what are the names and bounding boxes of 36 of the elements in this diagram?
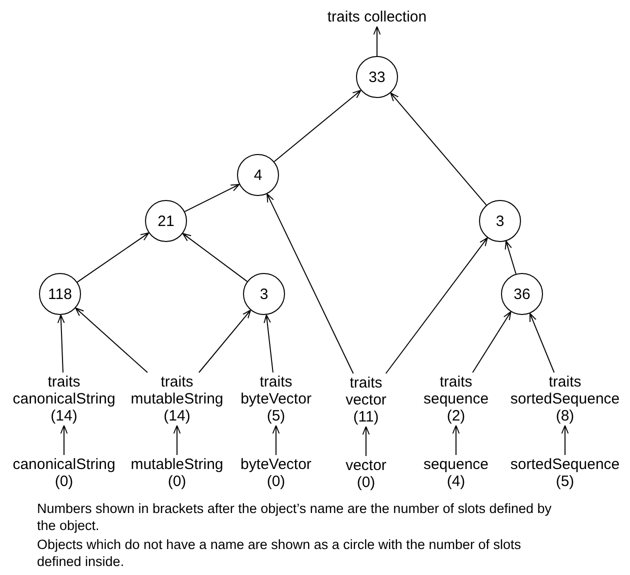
arrow bbox=[561, 425, 569, 456]
arrow bbox=[274, 90, 362, 162]
arrow bbox=[184, 184, 240, 212]
arrow bbox=[173, 425, 181, 456]
arrow bbox=[60, 425, 68, 456]
node-label: traits byteVector (5) bbox=[240, 374, 312, 424]
node-label: traits canonicalString (14) bbox=[12, 374, 116, 424]
node-label: traits mutableString (14) bbox=[130, 374, 224, 424]
arrow bbox=[390, 92, 487, 206]
node-label: byteVector (0) bbox=[240, 456, 312, 490]
note-text: Objects which do not have a name are shown as a circle with the number of slots defined inside. bbox=[37, 536, 522, 570]
node-label: traits collection bbox=[327, 8, 427, 26]
node-label: traits sequence (2) bbox=[423, 374, 489, 424]
arrow bbox=[266, 193, 354, 374]
arrow bbox=[373, 26, 381, 56]
arrow bbox=[504, 240, 516, 274]
arrow bbox=[75, 308, 148, 373]
arrow bbox=[198, 310, 252, 373]
arrow bbox=[264, 314, 274, 373]
node-label: traits sortedSequence (8) bbox=[510, 374, 620, 424]
node-label: sortedSequence (5) bbox=[510, 456, 620, 490]
arrow bbox=[529, 312, 555, 373]
node-label: sequence (4) bbox=[423, 456, 489, 490]
node-label: vector (0) bbox=[346, 457, 386, 491]
note-text: Numbers shown in brackets after the object’s name are the number of slots defined by the object. bbox=[37, 500, 553, 534]
arrow bbox=[362, 426, 370, 456]
arrow bbox=[57, 314, 65, 373]
arrow bbox=[385, 237, 488, 374]
node-label: traits vector (11) bbox=[346, 374, 386, 426]
node-label: canonicalString (0) bbox=[12, 456, 116, 490]
node-label: mutableString (0) bbox=[130, 456, 224, 490]
arrow bbox=[76, 232, 150, 283]
arrow bbox=[452, 425, 460, 456]
arrow bbox=[472, 311, 512, 373]
arrow bbox=[182, 233, 248, 282]
arrow bbox=[272, 425, 280, 456]
